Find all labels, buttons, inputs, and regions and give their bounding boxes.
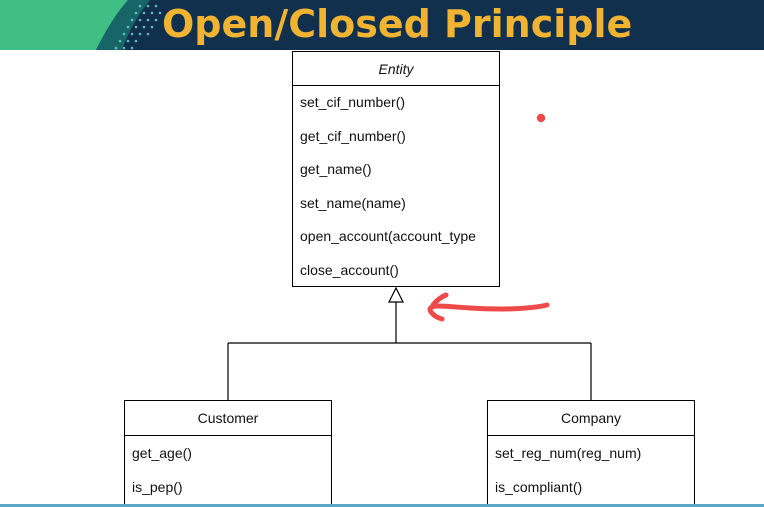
entity-method: get_name() bbox=[300, 161, 372, 177]
entity-class[interactable]: Entity set_cif_number() get_cif_number()… bbox=[292, 51, 500, 287]
header-decoration bbox=[0, 0, 162, 50]
entity-method: open_account(account_type bbox=[300, 228, 476, 244]
customer-method: get_age() bbox=[132, 445, 192, 461]
slide-title: Open/Closed Principle bbox=[162, 2, 633, 46]
customer-class-name: Customer bbox=[125, 401, 331, 436]
entity-method: close_account() bbox=[300, 261, 399, 278]
entity-class-name: Entity bbox=[293, 52, 499, 86]
slide-header: Open/Closed Principle bbox=[0, 0, 764, 50]
bottom-divider bbox=[0, 504, 764, 507]
company-method: is_compliant() bbox=[495, 479, 583, 495]
customer-method: is_pep() bbox=[132, 479, 183, 495]
company-method: set_reg_num(reg_num) bbox=[495, 445, 642, 461]
inheritance-arrowhead-icon bbox=[388, 286, 404, 303]
entity-method: set_name(name) bbox=[300, 194, 406, 211]
red-arrow-icon bbox=[427, 292, 550, 322]
red-dot-icon bbox=[536, 113, 546, 123]
company-class[interactable]: Company set_reg_num(reg_num) is_complian… bbox=[487, 400, 695, 506]
customer-class[interactable]: Customer get_age() is_pep() bbox=[124, 400, 332, 506]
entity-method: set_cif_number() bbox=[300, 94, 406, 110]
entity-method: get_cif_number() bbox=[300, 127, 406, 144]
company-class-name: Company bbox=[488, 401, 694, 436]
